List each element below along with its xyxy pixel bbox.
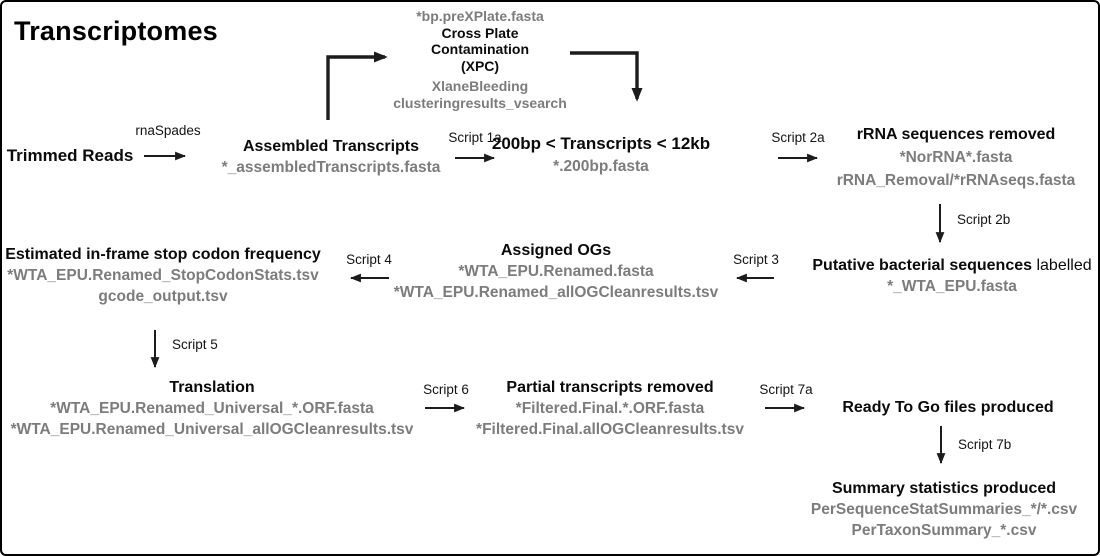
node-file: PerSequenceStatSummaries_*/*.csv <box>810 501 1078 518</box>
node-trimmed-reads: Trimmed Reads <box>7 147 134 165</box>
node-title: rRNA sequences removed <box>856 126 1056 143</box>
edge-label-script-2a: Script 2a <box>771 130 825 145</box>
node-title: Summary statistics produced <box>831 480 1057 497</box>
node-file: *Filtered.Final.*.ORF.fasta <box>515 400 705 417</box>
node-title: Putative bacterial sequences <box>812 257 1033 274</box>
edge-label-script-5: Script 5 <box>172 337 218 352</box>
node-title: Cross Plate <box>441 24 519 41</box>
node-size-filter: 200bp < Transcripts < 12kb *.200bp.fasta <box>492 135 710 176</box>
node-partial-removed: Partial transcripts removed *Filtered.Fi… <box>476 379 744 439</box>
edge-label-script-7a: Script 7a <box>759 382 813 397</box>
node-title: Ready To Go files produced <box>842 399 1054 416</box>
edge-label-script-4: Script 4 <box>346 252 392 267</box>
node-title-tail: labelled <box>1032 257 1092 274</box>
node-file: rRNA_Removal/*rRNAseqs.fasta <box>836 172 1076 189</box>
page-title: Transcriptomes <box>14 16 218 46</box>
node-cross-plate-contamination: *bp.preXPlate.fasta Cross Plate Contamin… <box>393 8 567 111</box>
edge-label-script-1a: Script 1a <box>448 130 502 145</box>
node-file: *WTA_EPU.Renamed_Universal_allOGCleanres… <box>10 421 414 438</box>
node-file: *_assembledTranscripts.fasta <box>221 159 441 176</box>
node-title: Translation <box>169 379 255 396</box>
node-title: Contamination <box>431 41 529 57</box>
node-file: *WTA_EPU.Renamed_allOGCleanresults.tsv <box>393 284 719 301</box>
node-file: *WTA_EPU.Renamed_StopCodonStats.tsv <box>7 267 319 284</box>
node-title: (XPC) <box>460 57 500 74</box>
node-file: *.200bp.fasta <box>553 158 649 175</box>
node-file: gcode_output.tsv <box>98 288 228 305</box>
node-translation: Translation *WTA_EPU.Renamed_Universal_*… <box>11 379 414 439</box>
node-putative-bacterial: Putative bacterial sequences labelled *_… <box>812 257 1091 296</box>
node-file: PerTaxonSummary_*.csv <box>851 522 1037 539</box>
node-title: Estimated in-frame stop codon frequency <box>5 246 321 263</box>
node-summary-stats: Summary statistics produced PerSequenceS… <box>811 480 1077 540</box>
edge-label-script-6: Script 6 <box>423 382 469 397</box>
node-assigned-ogs: Assigned OGs *WTA_EPU.Renamed.fasta *WTA… <box>394 242 718 302</box>
node-stop-codon-frequency: Estimated in-frame stop codon frequency … <box>5 246 321 306</box>
node-title: Assembled Transcripts <box>242 138 420 155</box>
node-file: XlaneBleeding <box>431 78 529 94</box>
node-title: Partial transcripts removed <box>506 379 714 396</box>
node-title: Assigned OGs <box>500 242 612 259</box>
node-file: clusteringresults_vsearch <box>393 94 567 111</box>
node-file: *_WTA_EPU.fasta <box>887 278 1017 295</box>
node-file: *bp.preXPlate.fasta <box>416 8 544 24</box>
node-title: Trimmed Reads <box>6 146 134 165</box>
edge-label-script-7b: Script 7b <box>958 437 1012 452</box>
node-ready-to-go: Ready To Go files produced <box>842 399 1053 417</box>
edge-label-script-3: Script 3 <box>733 252 779 267</box>
node-rrna-removed: rRNA sequences removed *NorRNA*.fasta rR… <box>837 126 1076 190</box>
node-title: 200bp < Transcripts < 12kb <box>491 134 711 153</box>
edge-label-script-2b: Script 2b <box>957 212 1011 227</box>
node-file: *WTA_EPU.Renamed.fasta <box>458 263 654 280</box>
node-assembled-transcripts: Assembled Transcripts *_assembledTranscr… <box>222 138 441 177</box>
edge-label-rnaspades: rnaSpades <box>135 123 201 138</box>
node-file: *WTA_EPU.Renamed_Universal_*.ORF.fasta <box>50 400 374 417</box>
node-file: *NorRNA*.fasta <box>899 149 1013 166</box>
node-file: *Filtered.Final.allOGCleanresults.tsv <box>476 421 744 438</box>
